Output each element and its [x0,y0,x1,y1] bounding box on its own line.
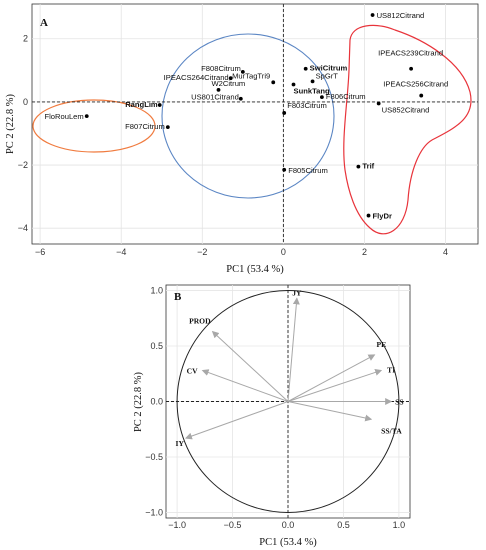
x-tick-label: −4 [116,247,126,257]
data-point-label: F805Citrum [288,166,328,175]
data-point-label: IPEACS239Citrand [378,49,443,58]
tick-labels: −6 −4 −2 0 2 4 −4 −2 0 2 [18,34,448,257]
score-plot-panel: −6 −4 −2 0 2 4 −4 −2 0 2 FloRouLem RangLimF807Citr… [5,3,479,275]
loading-vector-label: JY [292,288,302,297]
y-tick-label: −4 [18,223,28,233]
correlation-circle-panel: −1.0 −0.5 0.0 0.5 1.0 −1.0 −0.5 0.0 0.5 1.0 JY PRO… [133,284,411,548]
y-tick-label: 2 [23,34,28,44]
data-point-label: W2Citrum [212,79,246,88]
loading-vector-label: SS [395,398,403,407]
loading-vector-label: IY [176,439,185,448]
data-point-label: IPEACS256Citrand [383,80,448,89]
data-point-label: FloRouLem [44,112,83,121]
loading-vector-arrow [287,297,300,402]
x-tick-label: 2 [362,247,367,257]
y-axis-title-b: PC 2 (22.8 %) [133,371,144,432]
loading-vector-label: PROD [189,317,211,326]
loading-vector-label: SS/TA [381,426,402,435]
data-point-label: US852Citrand [382,105,430,114]
data-point-marker [376,101,381,106]
data-point-label: F803Citrum [287,101,327,110]
data-point-label: US812Citrand [377,11,425,20]
x-tick-label: 0 [281,247,286,257]
data-point-marker [271,80,276,85]
data-point-marker [366,213,371,218]
y-tick-label: −1.0 [145,507,163,517]
data-point-label: FlyDr [373,212,392,221]
data-point-marker [84,114,89,119]
data-point-marker [157,103,162,107]
y-tick-label: 0 [23,97,28,107]
data-point-marker [165,125,170,130]
data-point-label: SwiCitrum [310,64,348,73]
x-axis-title-b: PC1 (53.4 %) [259,537,317,548]
group-ellipse-blue [161,33,335,199]
data-point-marker [291,82,296,87]
loading-vectors: JY PROD CV PE TI SS SS/TA IY [176,288,404,448]
x-tick-label: 0.0 [282,520,295,530]
data-point-marker [310,79,315,84]
panel-label-b: B [174,291,182,303]
unit-circle [176,290,400,513]
data-point-label: F808Citrum [201,64,241,73]
data-point-label: US801Citrand [191,93,239,102]
y-tick-label: −2 [18,160,28,170]
data-points: FloRouLemRangLimF807CitrumF808CitrumIPEA… [44,11,448,221]
group-outline-red [343,24,472,235]
loading-vector-label: PE [377,340,387,349]
data-point-label: SunkTang [294,87,331,96]
data-point-marker [303,66,308,71]
data-point-marker [238,96,243,101]
data-point-label: RangLim [125,100,158,109]
data-point-marker [370,13,375,17]
loading-vector-arrow [287,354,376,402]
y-tick-label: 0.0 [150,397,163,407]
y-tick-label: 1.0 [150,286,163,296]
loading-vector-arrow [287,401,373,422]
data-point-label: Trif [362,162,374,171]
x-tick-label: −6 [35,247,45,257]
x-tick-label: −2 [197,247,207,257]
data-point-label: F806Citrum [326,92,366,101]
panel-label-a: A [40,17,48,29]
x-tick-label: −1.0 [168,520,186,530]
data-point-marker [409,66,413,71]
data-point-marker [228,76,233,81]
x-tick-label: 4 [443,247,448,257]
loading-vector-arrow [287,369,383,402]
data-point-label: F807Citrum [125,122,165,131]
y-tick-label: −0.5 [145,452,163,462]
loading-vector-arrow [201,369,289,402]
data-point-label: SpGrT [316,71,339,80]
data-point-marker [240,69,245,74]
data-point-marker [282,111,287,115]
loading-vector-arrow [211,330,289,402]
loading-vector-arrow [185,401,289,440]
data-point-marker [419,93,424,98]
x-tick-label: 0.5 [337,520,350,530]
data-point-label: MurTagTri9 [232,71,270,80]
x-tick-label: 1.0 [393,520,406,530]
data-point-marker [320,95,324,100]
x-tick-label: −0.5 [224,520,242,530]
loading-vector-label: TI [387,365,395,374]
loading-vector-label: CV [187,366,198,375]
y-axis-title-a: PC 2 (22.8 %) [5,93,16,154]
tick-labels: −1.0 −0.5 0.0 0.5 1.0 −1.0 −0.5 0.0 0.5 1.0 [145,286,405,530]
y-tick-label: 0.5 [150,341,163,351]
data-point-label: IPEACS264Citrand [164,73,229,82]
data-point-marker [282,167,287,172]
x-axis-title-a: PC1 (53.4 %) [226,264,284,275]
data-point-marker [216,87,221,92]
group-ellipse-orange [32,99,156,153]
plot-area [31,3,479,245]
data-point-marker [356,164,361,169]
